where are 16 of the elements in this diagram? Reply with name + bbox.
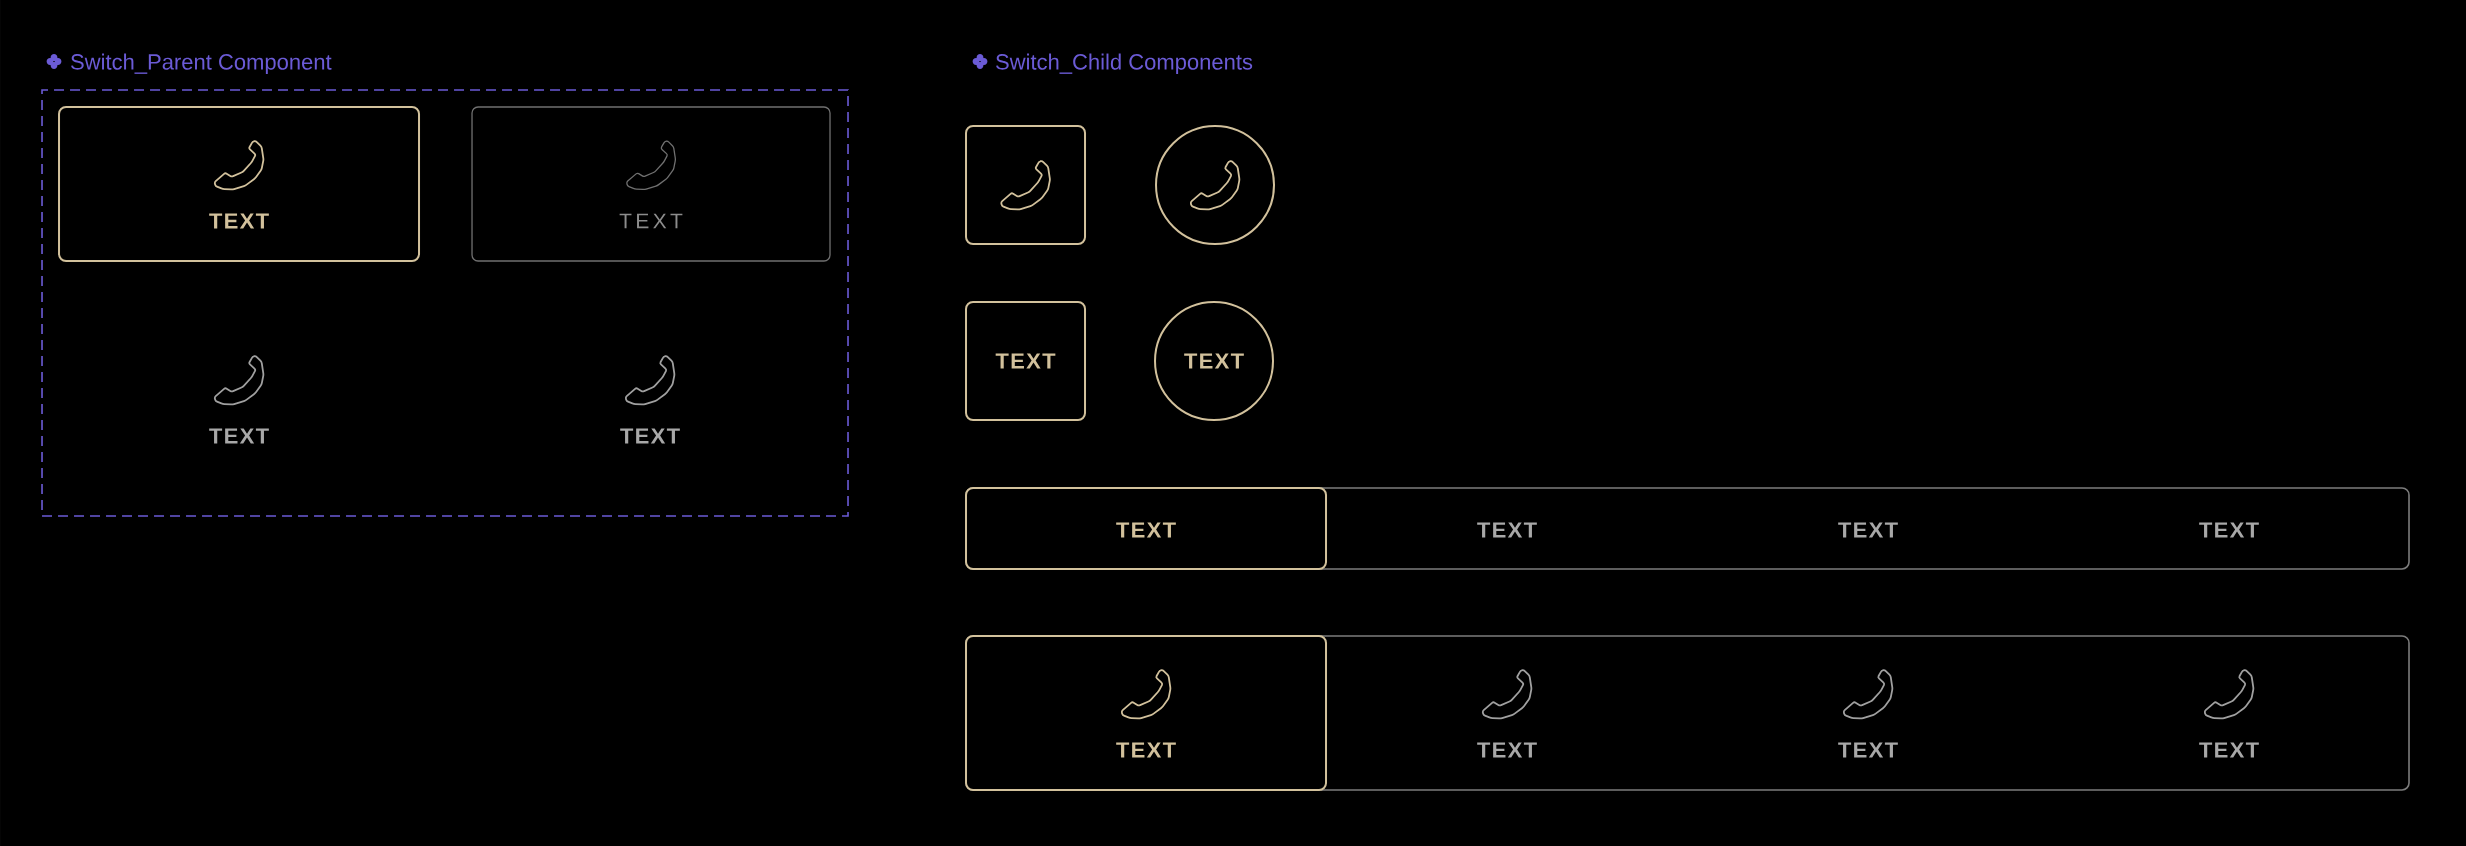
option-label: TEXT xyxy=(1838,742,1898,758)
option-label: TEXT xyxy=(620,428,680,444)
round-text-button: TEXT xyxy=(1154,301,1274,421)
selected-segment: TEXT xyxy=(965,635,1327,791)
option-label: TEXT xyxy=(1477,522,1537,538)
option-card: TEXT xyxy=(471,106,831,262)
option-label: TEXT xyxy=(2199,522,2259,538)
option-label: TEXT xyxy=(1838,522,1898,538)
text-button: TEXT xyxy=(965,301,1086,421)
selected-segment: TEXT xyxy=(965,487,1327,570)
option-label: TEXT xyxy=(1477,742,1537,758)
heading: Switch_Child Components xyxy=(996,53,1253,75)
option-label: TEXT xyxy=(209,428,269,444)
option-card: TEXT xyxy=(58,106,420,262)
option-label: TEXT xyxy=(2199,742,2259,758)
heading: Switch_Parent Component xyxy=(71,53,332,75)
